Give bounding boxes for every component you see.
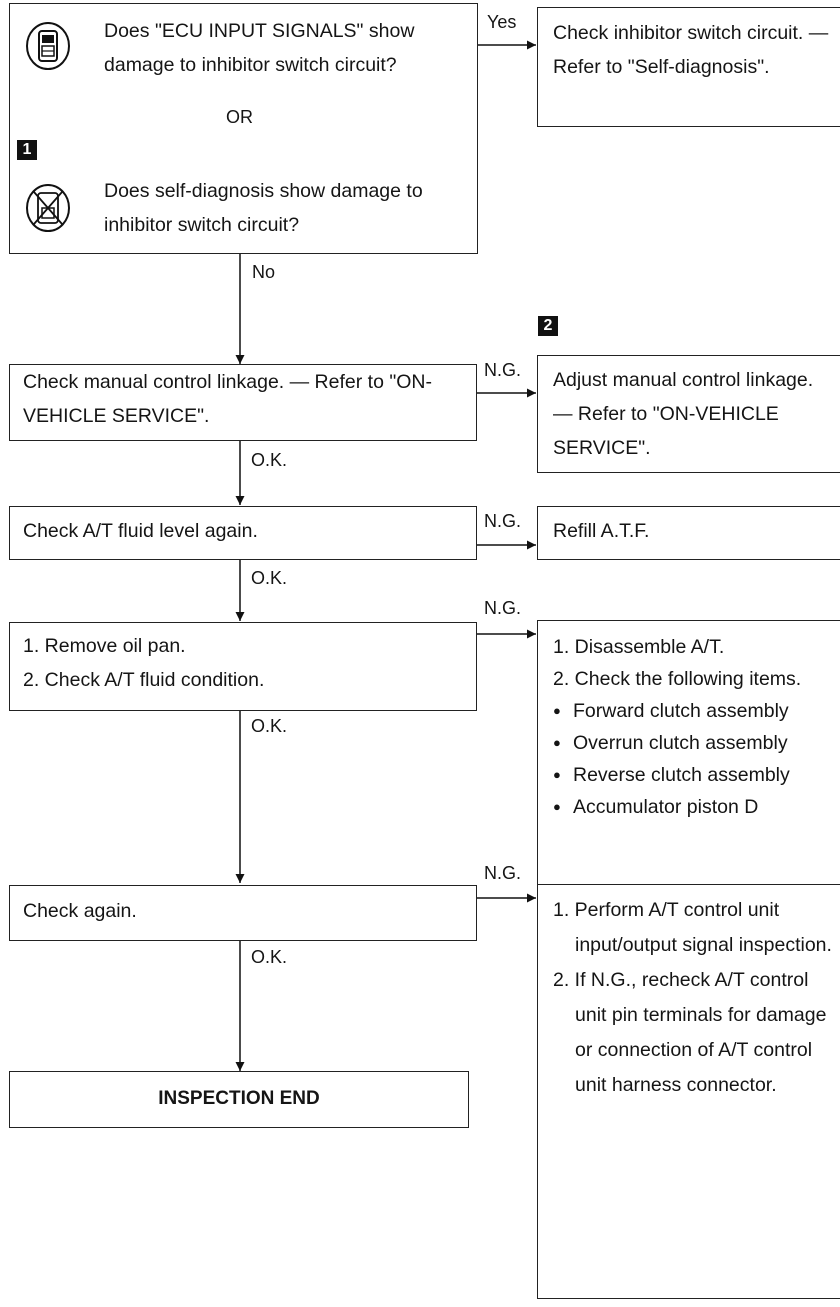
step4-ng-list: 1. Disassemble A/T. 2. Check the followi…	[553, 631, 803, 823]
step4-ng-item: Overrun clutch assembly	[553, 727, 803, 759]
yes-action-text: Check inhibitor switch circuit. — Refer …	[553, 22, 829, 78]
no-consult-icon	[26, 184, 70, 232]
step3-ng-text: Refill A.T.F.	[553, 520, 650, 542]
step5-ng-box	[537, 884, 840, 1299]
or-label: OR	[226, 107, 253, 127]
step1-question-a: Does "ECU INPUT SIGNALS" show damage to …	[104, 20, 415, 76]
yes-label: Yes	[487, 12, 517, 32]
step4-ng-item: Forward clutch assembly	[553, 695, 803, 727]
step2-ok-label: O.K.	[251, 450, 288, 470]
step5-check-box	[9, 885, 477, 941]
step4-ng-item: Reverse clutch assembly	[553, 759, 803, 791]
step4-ng-item: Accumulator piston D	[553, 791, 803, 823]
step1-decision-box	[9, 3, 478, 254]
step3-ng-box	[537, 506, 840, 560]
step4-ok-label: O.K.	[251, 716, 288, 736]
step5-ng-step: 2. If N.G., recheck A/T control unit pin…	[553, 969, 827, 1096]
step2-ng-box	[537, 355, 840, 473]
inspection-end-box	[9, 1071, 469, 1128]
step5-ng-list: 1. Perform A/T control unit input/output…	[553, 893, 833, 1103]
step1-question-b: Does self-diagnosis show damage to inhib…	[104, 180, 423, 236]
step5-ok-label: O.K.	[251, 947, 288, 967]
step4-check-item: 2. Check A/T fluid condition.	[23, 669, 265, 691]
step2-check-text: Check manual control linkage. — Refer to…	[23, 371, 433, 427]
step4-check-list: 1. Remove oil pan. 2. Check A/T fluid co…	[23, 629, 463, 697]
step4-ng-step: 1. Disassemble A/T.	[553, 636, 725, 658]
step5-ng-label: N.G.	[484, 863, 522, 883]
step3-ok-label: O.K.	[251, 568, 288, 588]
step3-ng-label: N.G.	[484, 511, 522, 531]
step-marker-1: 1	[17, 140, 37, 160]
no-label: No	[252, 262, 276, 282]
step5-ng-step: 1. Perform A/T control unit input/output…	[553, 899, 832, 956]
inspection-end-label: INSPECTION END	[158, 1088, 320, 1109]
step-marker-2: 2	[538, 316, 558, 336]
step2-check-box	[9, 364, 477, 441]
step2-ng-text: Adjust manual control linkage. — Refer t…	[553, 369, 814, 459]
ecu-monitor-icon	[26, 22, 70, 70]
yes-action-box	[537, 7, 840, 127]
step4-check-item: 1. Remove oil pan.	[23, 635, 186, 657]
step5-check-text: Check again.	[23, 900, 137, 922]
step3-check-text: Check A/T fluid level again.	[23, 520, 258, 542]
step2-ng-label: N.G.	[484, 360, 522, 380]
step3-check-box	[9, 506, 477, 560]
step4-ng-label: N.G.	[484, 598, 522, 618]
step4-ng-step: 2. Check the following items.	[553, 668, 802, 690]
step4-check-box	[9, 622, 477, 711]
